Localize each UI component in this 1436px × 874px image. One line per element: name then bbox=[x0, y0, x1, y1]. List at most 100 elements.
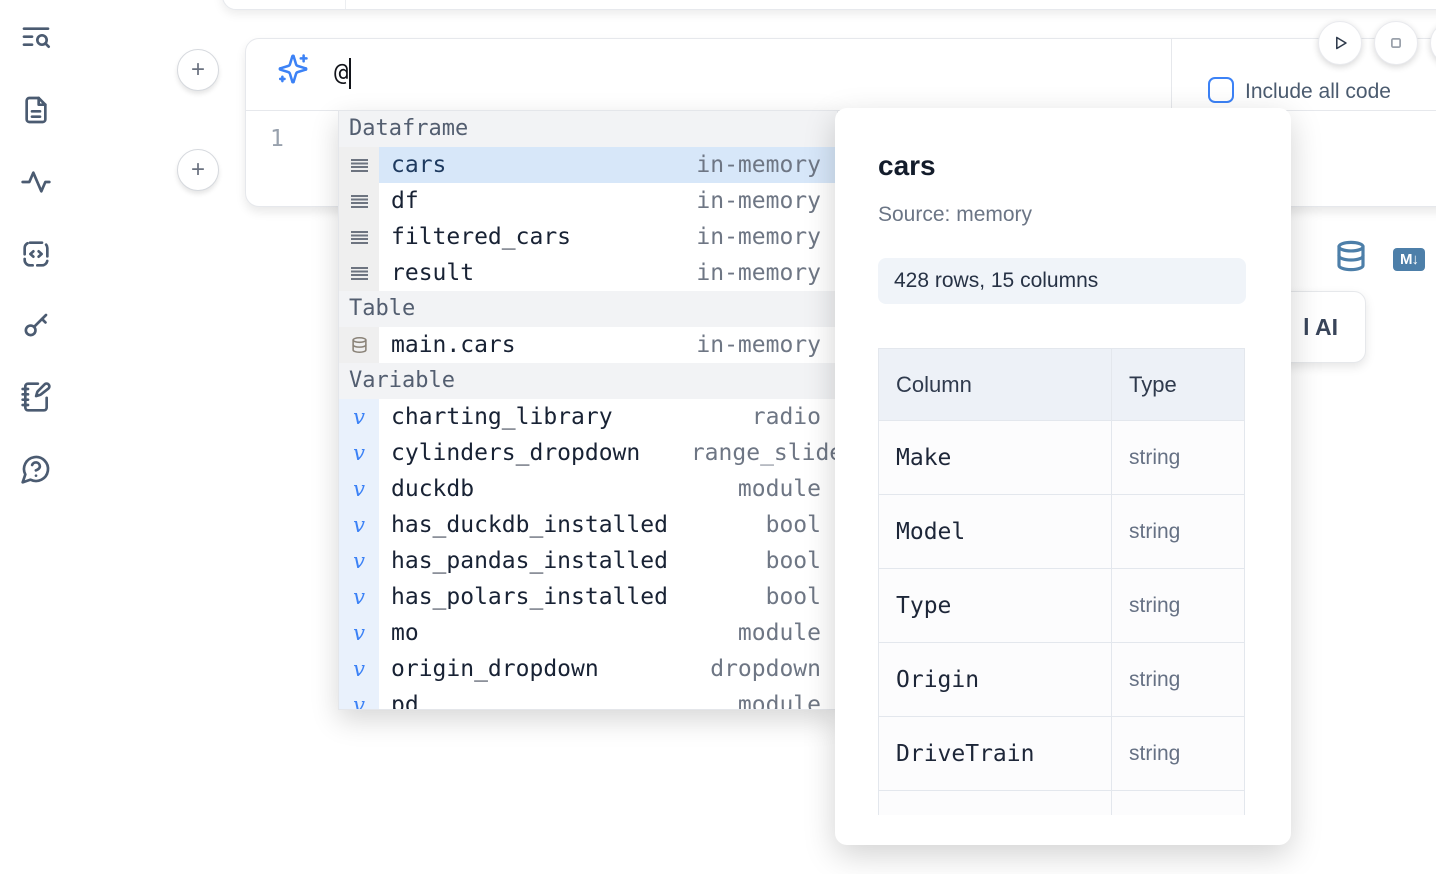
table-db-icon bbox=[351, 336, 367, 354]
variable-icon: v bbox=[353, 693, 365, 710]
markdown-icon[interactable]: M↓ bbox=[1393, 248, 1425, 271]
preview-source: Source: memory bbox=[878, 203, 1033, 226]
schema-header: Column bbox=[878, 348, 1112, 421]
item-type: module bbox=[737, 620, 821, 646]
autocomplete-item[interactable]: v has_duckdb_installed bool bbox=[339, 507, 837, 543]
item-icon-gutter: v bbox=[339, 687, 379, 710]
item-icon-gutter: v bbox=[339, 615, 379, 651]
item-type: in-memory bbox=[696, 188, 821, 214]
ai-prompt-row: @ Include all code bbox=[246, 39, 1436, 111]
autocomplete-item[interactable]: main.cars in-memory bbox=[339, 327, 837, 363]
item-main: duckdb module bbox=[379, 471, 837, 507]
sparkles-icon bbox=[276, 52, 310, 91]
item-type: module bbox=[737, 476, 821, 502]
item-type: range_slider bbox=[690, 440, 837, 466]
item-main: has_duckdb_installed bool bbox=[379, 507, 837, 543]
code-editor-row[interactable]: 1 M↓ bbox=[246, 111, 1436, 272]
include-all-code-checkbox[interactable] bbox=[1208, 77, 1234, 103]
dataframe-icon bbox=[350, 194, 368, 208]
notebook-pen-icon[interactable] bbox=[18, 379, 54, 415]
variable-icon: v bbox=[353, 657, 365, 681]
item-type: dropdown bbox=[710, 656, 821, 682]
schema-column-name: Make bbox=[878, 420, 1112, 495]
schema-column-type: string bbox=[1111, 420, 1245, 495]
ai-prompt-input[interactable]: @ bbox=[334, 58, 352, 89]
item-type: bool bbox=[765, 548, 821, 574]
item-name: duckdb bbox=[391, 476, 475, 502]
stop-cell-button[interactable] bbox=[1374, 21, 1418, 65]
schema-column-name: DriveTrain bbox=[878, 716, 1112, 791]
item-icon-gutter bbox=[339, 183, 379, 219]
item-main: main.cars in-memory bbox=[379, 327, 837, 363]
item-name: main.cars bbox=[391, 332, 516, 358]
key-icon[interactable] bbox=[18, 307, 54, 343]
code-snippet-icon[interactable] bbox=[18, 236, 54, 272]
item-main: df in-memory bbox=[379, 183, 837, 219]
dataframe-preview-panel: cars Source: memory 428 rows, 15 columns… bbox=[835, 108, 1291, 845]
activity-icon[interactable] bbox=[18, 164, 54, 200]
list-search-icon[interactable] bbox=[18, 20, 54, 56]
item-icon-gutter: v bbox=[339, 651, 379, 687]
variable-icon: v bbox=[353, 477, 365, 501]
item-main: charting_library radio bbox=[379, 399, 837, 435]
previous-cell-divider bbox=[345, 0, 346, 9]
file-text-icon[interactable] bbox=[18, 92, 54, 128]
shape-badge: 428 rows, 15 columns bbox=[878, 258, 1246, 304]
include-all-code-label: Include all code bbox=[1245, 80, 1391, 103]
preview-title: cars bbox=[878, 150, 936, 181]
dataframe-icon bbox=[350, 158, 368, 172]
item-name: charting_library bbox=[391, 404, 613, 430]
schema-column-type: string bbox=[1111, 568, 1245, 643]
item-name: has_duckdb_installed bbox=[391, 512, 668, 538]
autocomplete-item[interactable]: filtered_cars in-memory bbox=[339, 219, 837, 255]
dataframe-icon bbox=[350, 266, 368, 280]
variable-icon: v bbox=[353, 549, 365, 573]
item-type: bool bbox=[765, 584, 821, 610]
dataframe-icon bbox=[350, 230, 368, 244]
autocomplete-item[interactable]: df in-memory bbox=[339, 183, 837, 219]
schema-column-type: string bbox=[1111, 716, 1245, 791]
schema-row-partial bbox=[878, 790, 1245, 815]
variable-icon: v bbox=[353, 585, 365, 609]
item-type: module bbox=[737, 692, 821, 710]
item-main: has_polars_installed bool bbox=[379, 579, 837, 615]
item-name: cylinders_dropdown bbox=[391, 440, 641, 466]
item-type: in-memory bbox=[696, 224, 821, 250]
item-type: in-memory bbox=[696, 332, 821, 358]
schema-column-name: Type bbox=[878, 568, 1112, 643]
sidebar bbox=[0, 0, 70, 874]
text-cursor bbox=[349, 58, 352, 89]
previous-cell bbox=[222, 0, 1436, 10]
item-icon-gutter bbox=[339, 327, 379, 363]
help-chat-icon[interactable] bbox=[18, 451, 54, 487]
item-name: filtered_cars bbox=[391, 224, 572, 250]
item-type: radio bbox=[751, 404, 821, 430]
item-type: bool bbox=[765, 512, 821, 538]
variable-icon: v bbox=[353, 513, 365, 537]
item-icon-gutter bbox=[339, 255, 379, 291]
add-cell-below-button[interactable]: + bbox=[177, 149, 219, 191]
item-icon-gutter: v bbox=[339, 471, 379, 507]
add-cell-above-button[interactable]: + bbox=[177, 49, 219, 91]
item-name: df bbox=[391, 188, 419, 214]
item-name: has_polars_installed bbox=[391, 584, 668, 610]
run-cell-button[interactable] bbox=[1318, 21, 1362, 65]
autocomplete-item[interactable]: v duckdb module bbox=[339, 471, 837, 507]
autocomplete-item[interactable]: v has_polars_installed bool bbox=[339, 579, 837, 615]
database-icon[interactable] bbox=[1335, 239, 1367, 278]
item-icon-gutter: v bbox=[339, 579, 379, 615]
